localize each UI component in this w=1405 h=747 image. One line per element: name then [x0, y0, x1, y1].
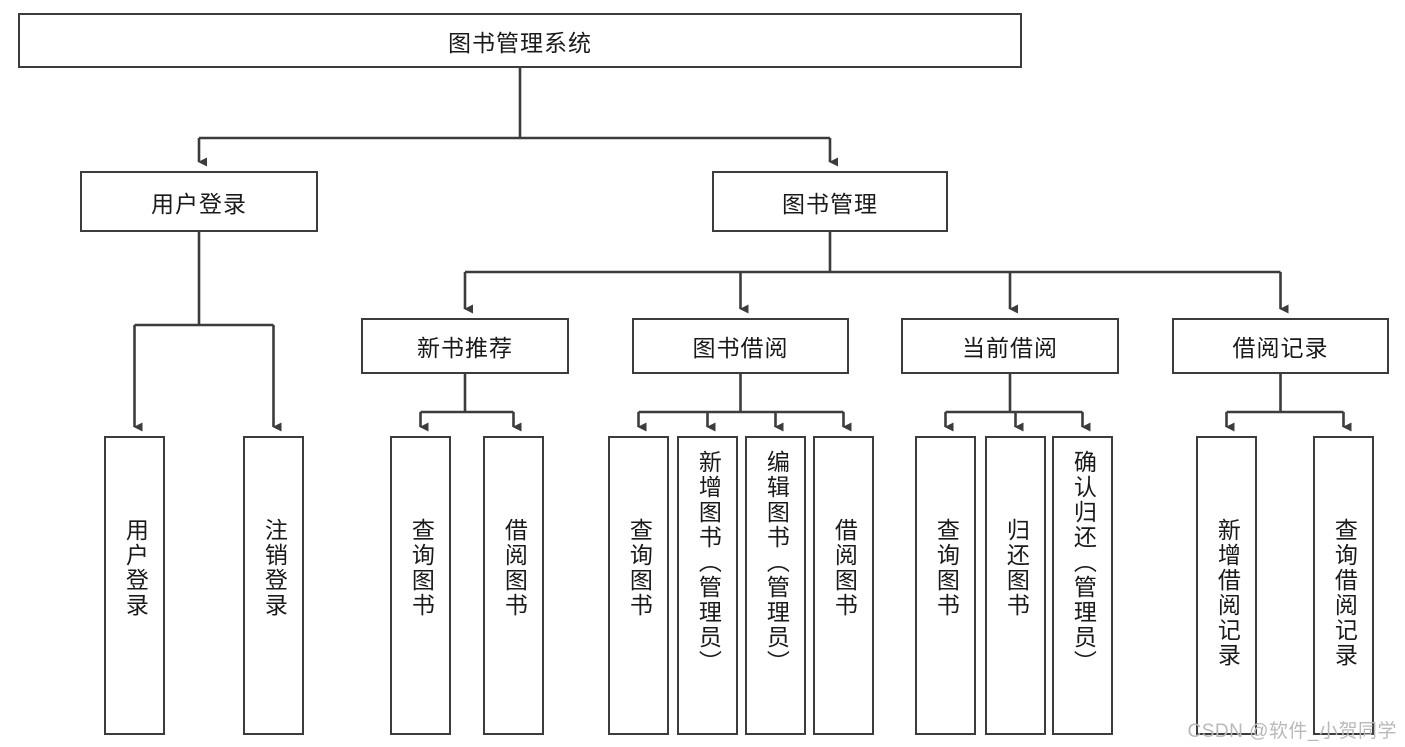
watermark-text: CSDN @软件_小贺同学 — [1187, 721, 1397, 742]
node-label: 查询图书 — [408, 518, 435, 618]
node-leaf-cur-confirm-return[interactable]: 确认归还（管理员） — [1052, 436, 1113, 735]
node-borrow-record[interactable]: 借阅记录 — [1172, 318, 1389, 374]
node-leaf-cur-return-book[interactable]: 归还图书 — [985, 436, 1046, 735]
node-label: 查询借阅记录 — [1331, 518, 1358, 668]
node-leaf-rec-query-record[interactable]: 查询借阅记录 — [1313, 436, 1374, 735]
node-leaf-user-logout[interactable]: 注销登录 — [243, 436, 304, 735]
node-book-manage[interactable]: 图书管理 — [712, 171, 948, 232]
node-label: 用户登录 — [151, 190, 247, 217]
node-label: 图书管理 — [782, 190, 878, 217]
node-current-borrow[interactable]: 当前借阅 — [901, 318, 1119, 374]
node-new-book-recommend[interactable]: 新书推荐 — [361, 318, 569, 374]
node-label: 借阅图书 — [831, 518, 858, 618]
node-label: 查询图书 — [933, 518, 960, 618]
node-label: 新书推荐 — [417, 335, 513, 361]
node-leaf-user-login[interactable]: 用户登录 — [104, 436, 165, 735]
node-label: 新增图书（管理员） — [695, 450, 722, 675]
node-label: 当前借阅 — [962, 335, 1058, 361]
node-label: 新增借阅记录 — [1214, 518, 1241, 668]
node-leaf-rec-add-record[interactable]: 新增借阅记录 — [1196, 436, 1257, 735]
node-label: 归还图书 — [1003, 518, 1030, 618]
node-leaf-rec-borrow-book[interactable]: 借阅图书 — [483, 436, 544, 735]
node-leaf-bor-edit-book[interactable]: 编辑图书（管理员） — [745, 436, 806, 735]
node-label: 确认归还（管理员） — [1070, 450, 1097, 675]
node-label: 图书借阅 — [692, 335, 789, 361]
node-label: 借阅图书 — [501, 518, 528, 618]
node-leaf-bor-borrow-book[interactable]: 借阅图书 — [813, 436, 874, 735]
node-label: 查询图书 — [626, 518, 653, 618]
node-label: 注销登录 — [261, 518, 288, 618]
node-leaf-bor-query-book[interactable]: 查询图书 — [608, 436, 669, 735]
node-leaf-bor-add-book[interactable]: 新增图书（管理员） — [677, 436, 738, 735]
node-label: 借阅记录 — [1232, 335, 1329, 361]
node-label: 编辑图书（管理员） — [763, 450, 790, 675]
node-leaf-cur-query-book[interactable]: 查询图书 — [915, 436, 976, 735]
node-label: 用户登录 — [122, 518, 149, 618]
node-leaf-rec-query-book[interactable]: 查询图书 — [390, 436, 451, 735]
node-book-borrow[interactable]: 图书借阅 — [632, 318, 849, 374]
node-label: 图书管理系统 — [448, 29, 592, 56]
node-user-login[interactable]: 用户登录 — [80, 171, 318, 232]
node-root[interactable]: 图书管理系统 — [18, 13, 1022, 68]
